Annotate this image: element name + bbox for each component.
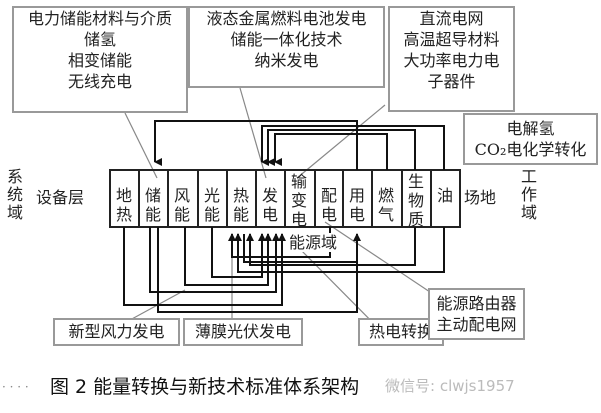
column-solar: 光能 (203, 186, 220, 224)
column-storage: 储能 (144, 186, 161, 224)
box-line: 能源路由器 (436, 294, 517, 313)
box-line: 无线充电 (67, 72, 132, 91)
box-line: 直流电网 (419, 9, 484, 28)
grid-tech-box: 直流电网 高温超导材料 大功率电力电 子器件 (388, 6, 515, 112)
box-line: 子器件 (427, 72, 476, 91)
box-line: 储氢 (83, 30, 116, 49)
box-line: CO₂电化学转化 (474, 140, 587, 159)
energy-router-box: 能源路由器 主动配电网 (428, 288, 525, 340)
column-oil: 油 (436, 186, 453, 205)
storage-tech-box: 电力储能材料与介质 储氢 相变储能 无线充电 (12, 6, 188, 113)
box-line: 大功率电力电 (403, 51, 500, 70)
watermark: 微信号: clwjs1957 (385, 377, 515, 395)
box-line: 电力储能材料与介质 (27, 9, 172, 28)
box-line: 液态金属燃料电池发电 (206, 9, 367, 28)
column-transmission: 输变电 (290, 172, 307, 229)
device-layer-label: 设备层 (36, 188, 85, 207)
column-distribution: 配电 (320, 186, 337, 224)
energy-domain-label: 能源域 (286, 233, 341, 252)
box-line: 主动配电网 (436, 315, 517, 334)
dotted-leader: · · · · (2, 380, 29, 394)
thin-film-pv-box: 薄膜光伏发电 (183, 318, 303, 346)
chem-tech-box: 电解氢 CO₂电化学转化 (463, 113, 598, 165)
box-line: 高温超导材料 (403, 30, 500, 49)
column-consumption: 用电 (348, 186, 365, 224)
box-line: 储能一体化技术 (230, 30, 343, 49)
column-generation: 发电 (261, 186, 278, 224)
column-gas: 燃气 (377, 186, 394, 224)
work-domain-label: 工作域 (520, 167, 537, 222)
system-domain-label: 系统域 (6, 167, 23, 222)
column-wind: 风能 (173, 186, 190, 224)
column-biomass: 生物质 (407, 172, 424, 229)
generation-tech-box: 液态金属燃料电池发电 储能一体化技术 纳米发电 (188, 6, 385, 88)
column-geothermal: 地热 (115, 186, 132, 224)
wind-power-box: 新型风力发电 (53, 318, 180, 346)
site-label: 场地 (464, 188, 497, 207)
box-line: 电解氢 (506, 119, 555, 138)
box-line: 纳米发电 (254, 51, 319, 70)
column-thermal: 热能 (232, 186, 249, 224)
figure-caption: 图 2 能量转换与新技术标准体系架构 (50, 376, 360, 398)
box-line: 相变储能 (67, 51, 132, 70)
